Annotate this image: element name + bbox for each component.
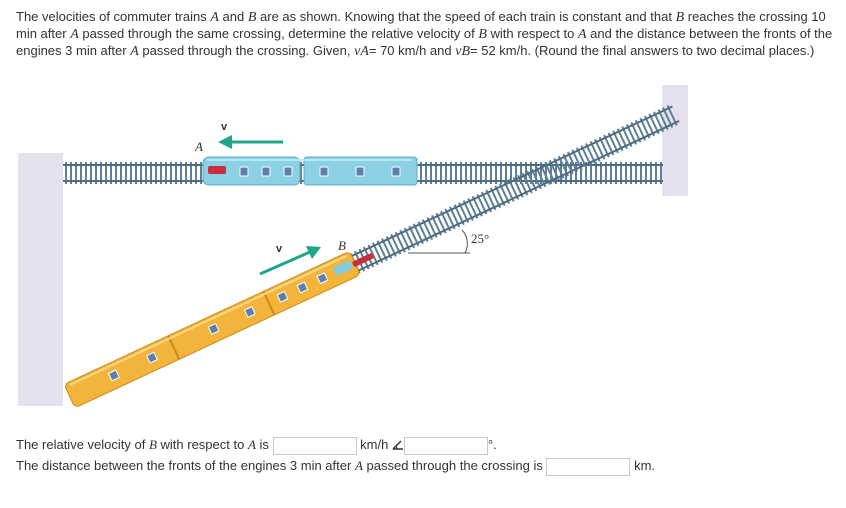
train-B [65, 252, 360, 407]
distance-unit: km. [634, 458, 656, 473]
velocity-arrow-A [218, 135, 283, 149]
degree-symbol: °. [487, 437, 497, 452]
angle-icon [392, 437, 404, 455]
vA-symbol: vA [354, 44, 369, 59]
relative-velocity-angle-input[interactable] [403, 436, 488, 455]
right-wall [662, 85, 688, 196]
vB-symbol: vB [455, 44, 471, 59]
problem-statement: The velocities of commuter trains A and … [16, 9, 833, 59]
answer-row-relative-velocity: The relative velocity of B with respect … [16, 436, 497, 455]
train-crossing-figure: 25° v A v B [18, 85, 688, 407]
left-wall [18, 153, 63, 406]
angle-label: 25° [471, 231, 489, 246]
relative-velocity-input[interactable] [272, 436, 357, 455]
velocity-unit: km/h [360, 437, 389, 452]
angle-marker: 25° [408, 229, 489, 254]
label-vB: v [276, 243, 283, 255]
label-A: A [194, 139, 203, 154]
answer-row-distance: The distance between the fronts of the e… [16, 457, 655, 476]
label-B: B [338, 238, 346, 253]
train-A [202, 156, 418, 186]
diagonal-track [340, 103, 681, 278]
velocity-arrow-B [259, 246, 321, 276]
train-B-front-red [352, 253, 374, 267]
label-vA: v [221, 121, 228, 133]
distance-input[interactable] [546, 457, 631, 476]
